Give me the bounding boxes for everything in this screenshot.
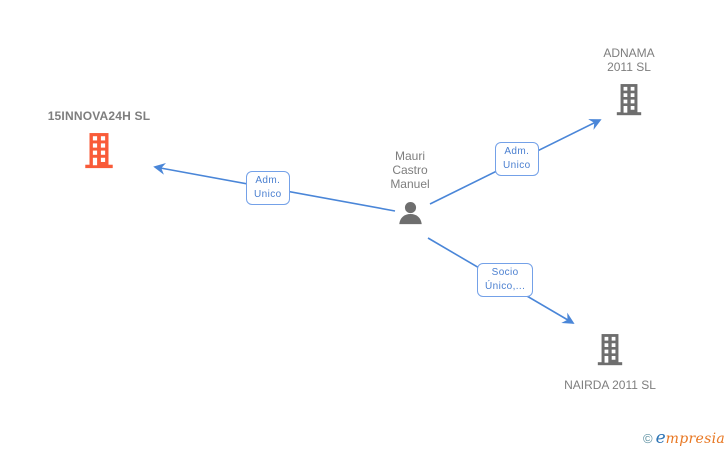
edge-label-adm-unico-left: Adm. Unico: [246, 171, 290, 205]
building-icon: [82, 132, 116, 175]
company-name: NAIRDA 2011 SL: [564, 378, 656, 392]
company-node-adnama[interactable]: ADNAMA 2011 SL: [579, 46, 679, 122]
brand-wordmark: empresia: [655, 428, 725, 448]
person-node-mauri-castro-manuel[interactable]: Mauri Castro Manuel: [360, 149, 460, 234]
person-name: Mauri Castro Manuel: [390, 149, 430, 191]
empresia-logo[interactable]: © empresia: [643, 428, 725, 448]
edge-label-adm-unico-right: Adm. Unico: [495, 142, 539, 176]
building-icon: [595, 333, 625, 372]
person-icon: [396, 200, 425, 234]
company-node-15innova24h[interactable]: 15INNOVA24H SL: [29, 109, 169, 175]
copyright-icon: ©: [643, 431, 653, 446]
company-name: 15INNOVA24H SL: [47, 109, 151, 123]
building-icon: [614, 83, 644, 122]
edge-label-socio-unico: Socio Único,...: [477, 263, 534, 297]
company-name: ADNAMA 2011 SL: [603, 46, 655, 74]
company-node-nairda[interactable]: NAIRDA 2011 SL: [540, 333, 680, 392]
